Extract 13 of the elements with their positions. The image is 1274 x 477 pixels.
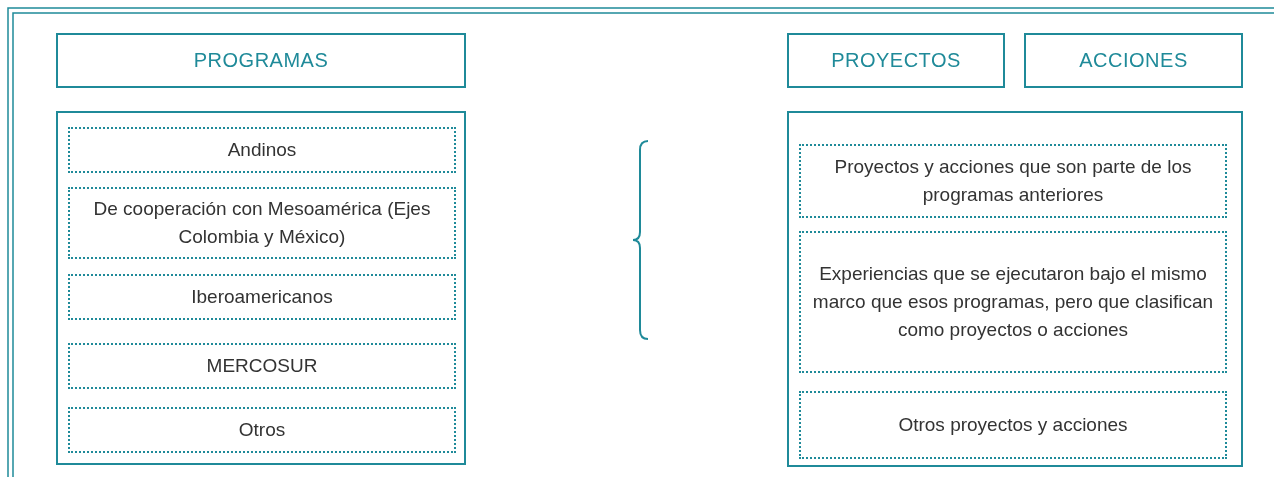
list-item: Experiencias que se ejecutaron bajo el mismo marco que esos programas, pero que clasifican como proyectos o acciones bbox=[799, 231, 1227, 373]
column-heading: PROGRAMAS bbox=[56, 33, 466, 88]
list-item: Proyectos y acciones que son parte de los programas anteriores bbox=[799, 144, 1227, 218]
list-item: Andinos bbox=[68, 127, 456, 173]
column-heading: ACCIONES bbox=[1024, 33, 1243, 88]
column-heading: PROYECTOS bbox=[787, 33, 1005, 88]
list-panel bbox=[56, 111, 466, 465]
list-item: Iberoamericanos bbox=[68, 274, 456, 320]
list-item: MERCOSUR bbox=[68, 343, 456, 389]
list-item: Otros proyectos y acciones bbox=[799, 391, 1227, 459]
list-item: De cooperación con Mesoamérica (Ejes Colombia y México) bbox=[68, 187, 456, 259]
list-item: Otros bbox=[68, 407, 456, 453]
list-panel bbox=[787, 111, 1243, 467]
